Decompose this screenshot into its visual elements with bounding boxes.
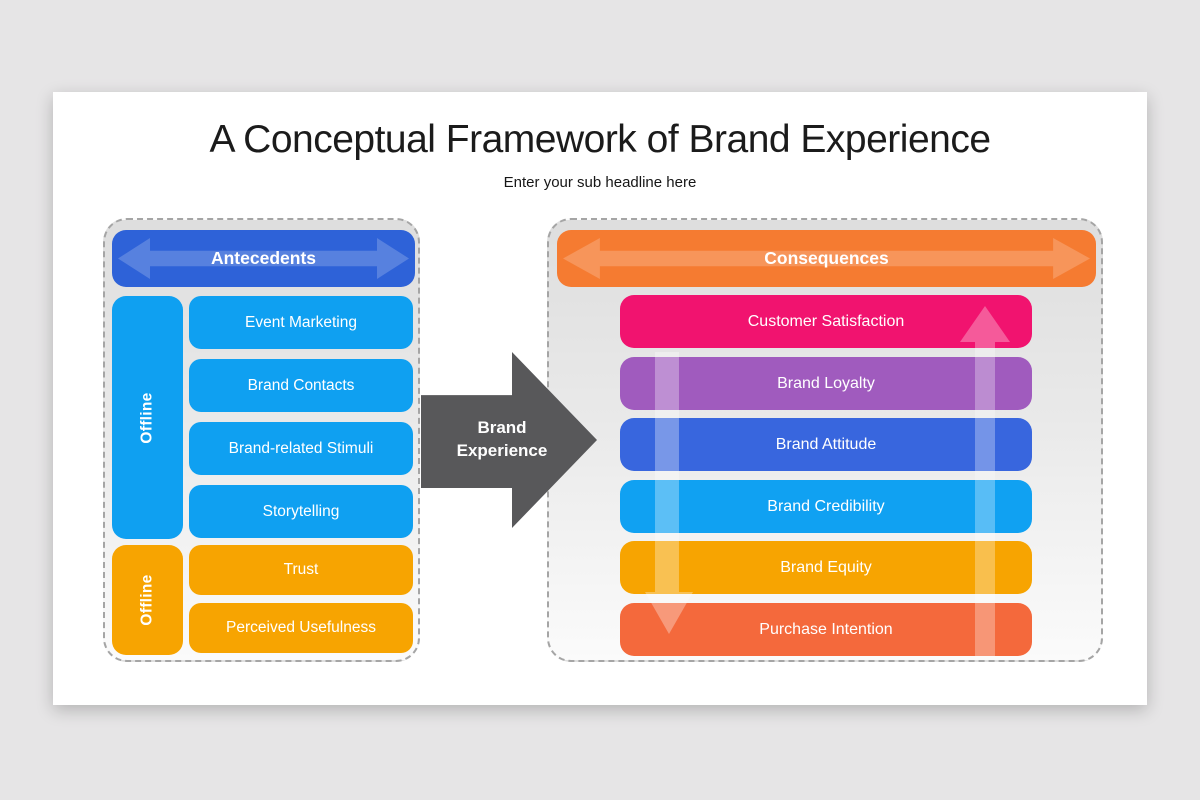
antecedent-item-brand-contacts: Brand Contacts [189, 359, 413, 412]
item-label: Perceived Usefulness [226, 619, 376, 636]
consequences-panel: Consequences Customer Satisfaction Brand… [547, 218, 1103, 662]
item-label: Purchase Intention [759, 620, 893, 638]
item-label: Brand-related Stimuli [228, 439, 374, 457]
offline-sidebar-orange: Offline [112, 545, 183, 655]
consequence-item-brand-credibility: Brand Credibility [620, 480, 1032, 533]
item-label: Customer Satisfaction [747, 312, 905, 330]
antecedent-item-trust: Trust [189, 545, 413, 595]
antecedents-header: Antecedents [112, 230, 415, 287]
antecedents-header-label: Antecedents [210, 248, 317, 268]
consequence-item-customer-satisfaction: Customer Satisfaction [620, 295, 1032, 348]
page-title: A Conceptual Framework of Brand Experien… [209, 118, 991, 161]
consequence-item-purchase-intention: Purchase Intention [620, 603, 1032, 656]
consequences-header: Consequences [557, 230, 1096, 287]
item-label: Brand Loyalty [777, 374, 875, 392]
antecedent-item-perceived-usefulness: Perceived Usefulness [189, 603, 413, 653]
page-subtitle: Enter your sub headline here [503, 174, 697, 191]
antecedents-panel: Antecedents Offline Event Marketing Bran… [103, 218, 420, 662]
consequence-item-brand-loyalty: Brand Loyalty [620, 357, 1032, 410]
antecedent-item-event-marketing: Event Marketing [189, 296, 413, 349]
item-label: Brand Credibility [767, 497, 885, 515]
offline-sidebar-orange-label: Offline [138, 574, 156, 626]
consequence-item-brand-attitude: Brand Attitude [620, 418, 1032, 471]
item-label: Brand Equity [780, 558, 872, 576]
item-label: Brand Attitude [775, 435, 877, 453]
consequences-header-label: Consequences [764, 248, 889, 268]
antecedent-item-storytelling: Storytelling [189, 485, 413, 538]
consequence-item-brand-equity: Brand Equity [620, 541, 1032, 594]
item-label: Trust [283, 561, 319, 578]
slide-canvas: A Conceptual Framework of Brand Experien… [53, 92, 1147, 705]
item-label: Brand Contacts [247, 376, 355, 394]
item-label: Storytelling [262, 502, 340, 520]
offline-sidebar-blue: Offline [112, 296, 183, 539]
item-label: Event Marketing [245, 313, 357, 331]
brand-experience-arrow-label: Brand Experience [456, 418, 548, 460]
offline-sidebar-blue-label: Offline [138, 391, 156, 444]
antecedent-item-brand-related-stimuli: Brand-related Stimuli [189, 422, 413, 475]
